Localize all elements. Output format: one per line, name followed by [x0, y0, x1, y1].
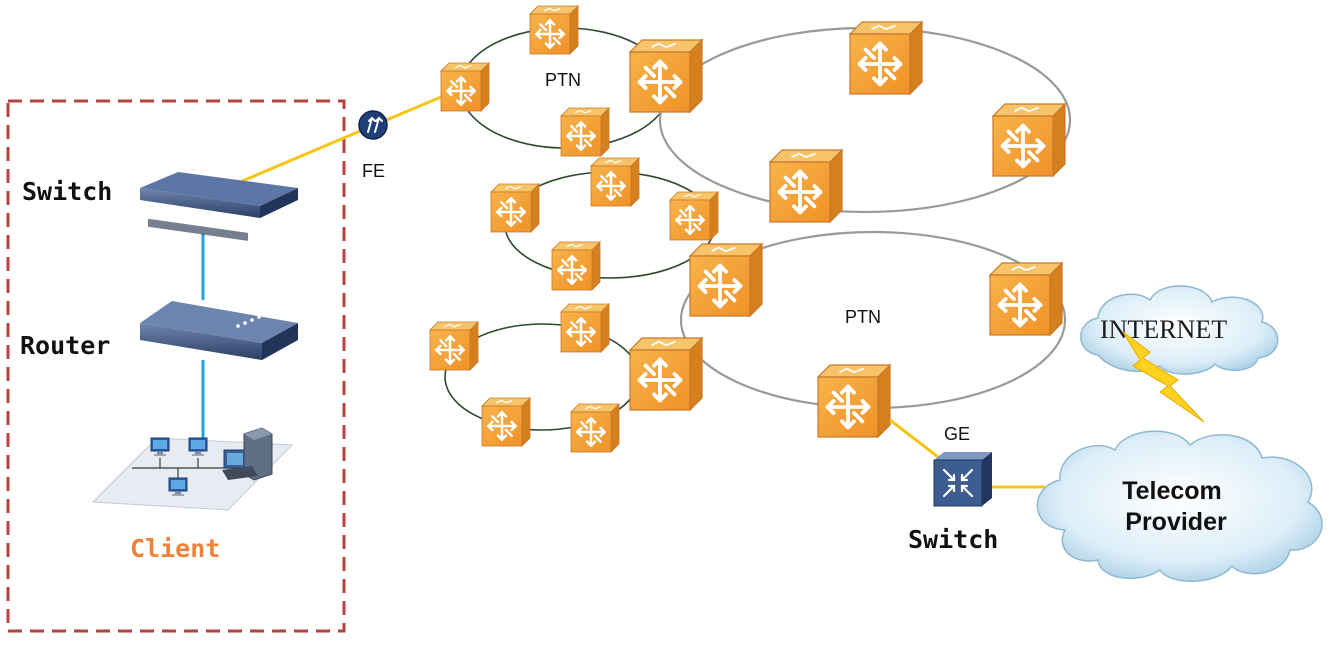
- ptn-node-icon: [559, 302, 611, 354]
- ptn-node-icon: [550, 240, 602, 292]
- client-router-icon: [140, 301, 298, 360]
- ptn-node-icon: [569, 402, 621, 454]
- ge-label: GE: [944, 424, 970, 444]
- ptn-node-icon: [528, 4, 580, 56]
- ptn-core-node-icon: [688, 242, 764, 318]
- client-switch-label: Switch: [22, 177, 112, 206]
- ptn-top-label: PTN: [545, 70, 581, 90]
- provider-switch-label: Switch: [908, 525, 998, 554]
- ptn-core-node-icon: [991, 102, 1067, 178]
- ptn-node-icon: [439, 61, 491, 113]
- telecom-label-line1: Telecom: [1122, 477, 1222, 505]
- ge-link: [889, 418, 943, 462]
- telecom-cloud-icon: [1036, 430, 1323, 582]
- ptn-node-icon: [589, 156, 641, 208]
- telecom-label-line2: Provider: [1125, 508, 1227, 536]
- ptn-node-icon: [428, 320, 480, 372]
- internet-cloud-icon: [1080, 285, 1279, 375]
- client-boundary: [6, 99, 346, 633]
- ptn-node-icon: [559, 106, 611, 158]
- fe-label: FE: [362, 161, 385, 181]
- ptn-bottom-label: PTN: [845, 307, 881, 327]
- fe-uplink: [239, 90, 454, 184]
- ptn-core-node-icon: [848, 20, 924, 96]
- ptn-node-icon: [480, 396, 532, 448]
- client-switch-icon: [140, 172, 298, 241]
- client-router-label: Router: [20, 331, 110, 360]
- lightning-bolt-icon: [1122, 331, 1205, 423]
- ptn-rings: [444, 26, 1072, 431]
- ptn-node-icon: [489, 182, 541, 234]
- ptn-core-node-icon: [628, 38, 704, 114]
- client-lan-icon: [91, 427, 294, 511]
- ptn-core-node-icon: [628, 336, 704, 412]
- ptn-core-node-icon: [816, 363, 892, 439]
- client-label: Client: [130, 534, 220, 563]
- ptn-core-node-icon: [768, 148, 844, 224]
- ptn-node-icon: [668, 190, 720, 242]
- provider-switch-icon: [933, 452, 992, 507]
- internet-label: INTERNET: [1100, 315, 1227, 344]
- fe-connector-icon: [358, 110, 388, 140]
- ptn-core-node-icon: [988, 261, 1064, 337]
